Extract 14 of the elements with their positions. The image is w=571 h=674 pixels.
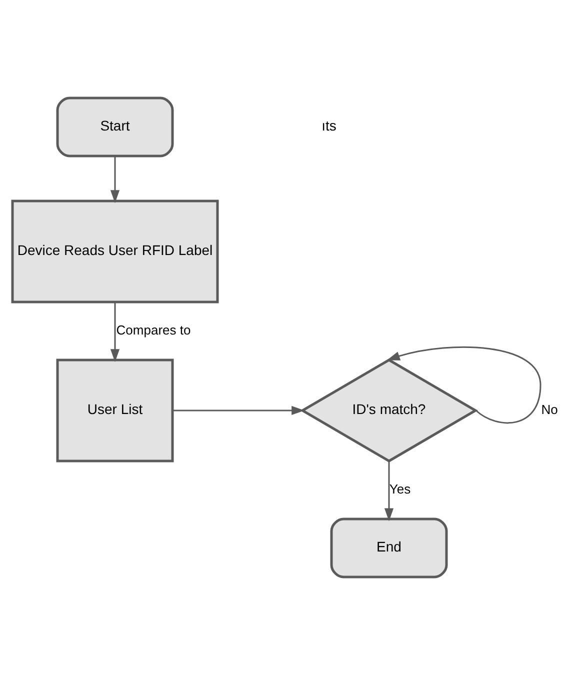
edge-label: No [541,401,558,416]
label: ıts [322,117,336,134]
node-diamond: ID's match? [300,358,478,462]
arrow [386,346,542,424]
arrow [110,156,120,203]
arrow [384,460,394,521]
arrow [110,302,120,362]
arrow [172,405,305,415]
node-box: Device Reads User RFID Label [11,199,219,303]
edge-label: Compares to [116,322,191,337]
node-box: User List [56,358,174,462]
node-box: End [330,517,448,578]
node-box: Start [56,96,174,157]
edge-label: Yes [389,480,411,496]
